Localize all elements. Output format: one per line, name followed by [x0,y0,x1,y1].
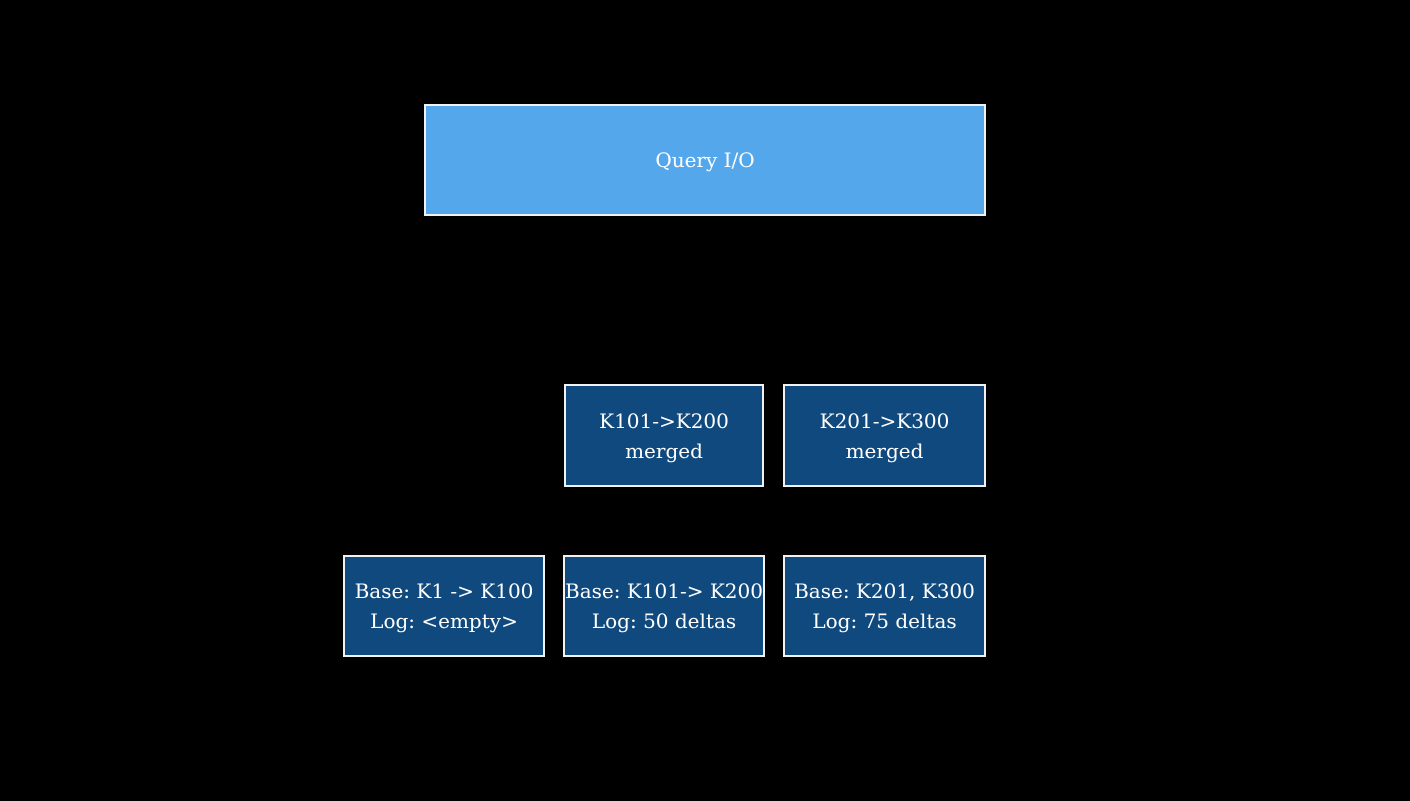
log-status-label: Log: 50 deltas [591,609,737,633]
merged-box-k101-k200: K101->K200 merged [564,384,764,487]
base-range-label: Base: K1 -> K100 [354,579,534,603]
log-status-label: Log: 75 deltas [812,609,957,633]
log-status-label: Log: <empty> [370,609,518,633]
base-box-k1-k100: Base: K1 -> K100 Log: <empty> [343,555,545,657]
base-box-k201-k300: Base: K201, K300 Log: 75 deltas [783,555,986,657]
query-io-box: Query I/O [424,104,986,216]
merged-box-range-label: K201->K300 [819,408,950,433]
base-range-label: Base: K101-> K200 [565,579,763,603]
merged-box-range-label: K101->K200 [599,408,729,433]
base-box-k101-k200: Base: K101-> K200 Log: 50 deltas [563,555,765,657]
merged-box-k201-k300: K201->K300 merged [783,384,986,487]
query-io-label: Query I/O [655,148,755,172]
merged-box-status-label: merged [625,438,703,463]
merged-box-status-label: merged [845,438,924,463]
base-range-label: Base: K201, K300 [794,579,975,603]
